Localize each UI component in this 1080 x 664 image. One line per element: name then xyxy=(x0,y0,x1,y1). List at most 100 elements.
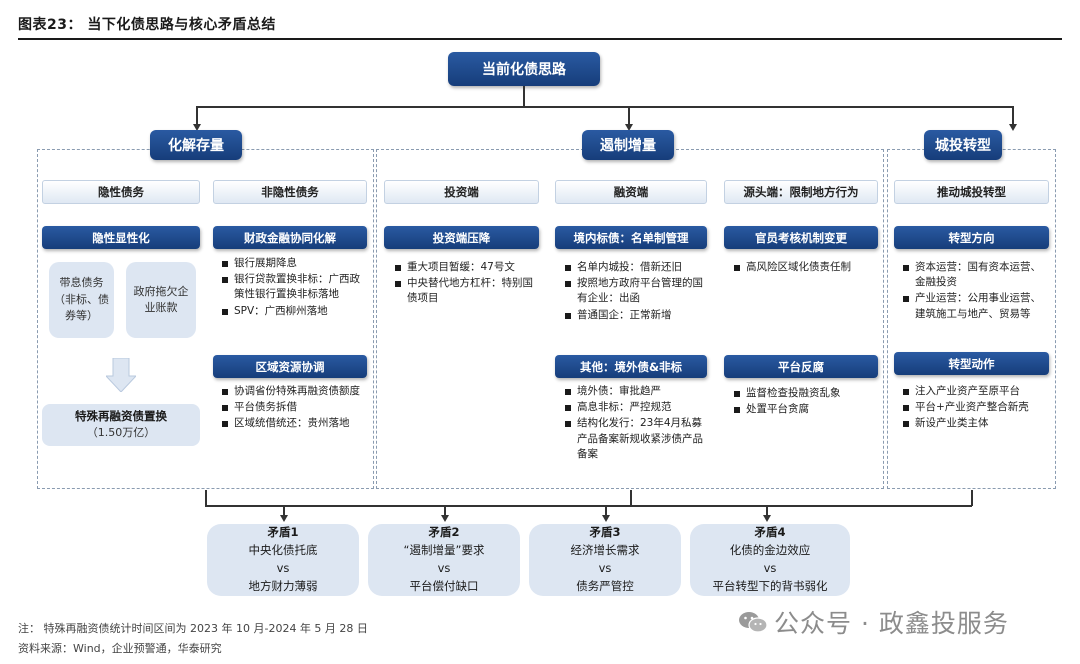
regional-resource-bar-label: 区域资源协调 xyxy=(255,359,325,374)
hidden-item-interest-debt-label: 带息债务（非标、债券等） xyxy=(54,276,109,323)
contradiction-line2: 债务严管控 xyxy=(576,578,634,593)
list-item: 重大项目暂缓：47号文 xyxy=(394,260,536,275)
regional-resource-list: 协调省份特殊再融资债额度 平台债务拆借 区域统借统还：贵州落地 xyxy=(221,384,367,433)
arrow-mod-3 xyxy=(602,515,610,522)
list-item: 平台+产业资产整合新壳 xyxy=(902,400,1050,415)
connector-bottom-horizontal xyxy=(205,505,972,507)
anti-corruption-bar-label: 平台反腐 xyxy=(778,359,824,374)
special-refinance-amount: （1.50万亿） xyxy=(86,426,156,440)
domestic-bond-bar: 境内标债：名单制管理 xyxy=(555,226,707,249)
official-evaluation-bar: 官员考核机制变更 xyxy=(724,226,878,249)
offshore-nonstandard-bar: 其他：境外债&非标 xyxy=(555,355,707,378)
figure-title: 图表23： 当下化债思路与核心矛盾总结 xyxy=(18,17,276,33)
list-item: 监督检查投融资乱象 xyxy=(733,386,876,401)
invest-header: 投资端 xyxy=(384,180,539,204)
connector-branch-horizontal xyxy=(196,106,1013,108)
contradiction-line1: 经济增长需求 xyxy=(570,543,640,558)
connector-mod-2 xyxy=(444,505,446,517)
arrow-mod-1 xyxy=(280,515,288,522)
connector-mod-4 xyxy=(766,505,768,517)
invest-bar: 投资端压降 xyxy=(384,226,539,249)
list-item: 普通国企：正常新增 xyxy=(564,308,706,323)
list-item: 银行展期降息 xyxy=(221,256,367,271)
list-item: 平台债务拆借 xyxy=(221,400,367,415)
contradiction-title: 矛盾1 xyxy=(267,525,299,540)
branch-curb-box: 遏制增量 xyxy=(582,130,674,160)
transform-action-list: 注入产业资产至原平台 平台+产业资产整合新壳 新设产业类主体 xyxy=(902,384,1050,433)
list-item: 名单内城投：借新还旧 xyxy=(564,260,706,275)
contradiction-title: 矛盾3 xyxy=(589,525,621,540)
watermark-text: 公众号 · 政鑫投服务 xyxy=(774,609,1009,638)
official-evaluation-list: 高风险区域化债责任制 xyxy=(733,260,876,276)
contradiction-line1: “遏制增量”要求 xyxy=(403,543,485,558)
offshore-nonstandard-list: 境外债：审批趋严 高息非标：严控规范 结构化发行：23年4月私募产品备案新规收紧… xyxy=(564,384,706,463)
contradiction-line1: 化债的金边效应 xyxy=(729,543,811,558)
list-item: 资本运营：国有资本运营、金融投资 xyxy=(902,260,1050,290)
connector-resolve xyxy=(196,106,198,126)
branch-resolve-box: 化解存量 xyxy=(150,130,242,160)
down-arrow-icon xyxy=(106,358,136,392)
hidden-debt-bar-label: 隐性显性化 xyxy=(92,230,150,245)
connector-bottom-resolve xyxy=(205,490,207,506)
hidden-item-arrears: 政府拖欠企业账款 xyxy=(126,262,196,338)
invest-bar-label: 投资端压降 xyxy=(432,230,491,245)
root-label: 当前化债思路 xyxy=(482,62,566,78)
transform-action-bar: 转型动作 xyxy=(894,352,1049,375)
hidden-debt-header: 隐性债务 xyxy=(42,180,200,204)
branch-transform-label: 城投转型 xyxy=(935,138,991,154)
domestic-bond-list: 名单内城投：借新还旧 按照地方政府平台管理的国有企业：出函 普通国企：正常新增 xyxy=(564,260,706,324)
root-box: 当前化债思路 xyxy=(448,52,600,86)
list-item: SPV：广西柳州落地 xyxy=(221,304,367,319)
list-item: 高风险区域化债责任制 xyxy=(733,260,876,275)
invest-list: 重大项目暂缓：47号文 中央替代地方杠杆：特别国债项目 xyxy=(394,260,536,308)
arrow-resolve xyxy=(193,124,201,131)
arrow-curb xyxy=(625,124,633,131)
list-item: 产业运营：公用事业运营、建筑施工与地产、贸易等 xyxy=(902,291,1050,321)
arrow-mod-4 xyxy=(763,515,771,522)
offshore-nonstandard-bar-label: 其他：境外债&非标 xyxy=(579,359,683,374)
anti-corruption-list: 监督检查投融资乱象 处置平台贪腐 xyxy=(733,386,876,418)
list-item: 高息非标：严控规范 xyxy=(564,400,706,415)
contradiction-vs: vs xyxy=(437,561,451,575)
contradiction-vs: vs xyxy=(276,561,290,575)
transform-direction-bar-label: 转型方向 xyxy=(948,230,995,245)
list-item: 中央替代地方杠杆：特别国债项目 xyxy=(394,276,536,306)
contradiction-line2: 平台转型下的背书弱化 xyxy=(712,578,828,593)
list-item: 新设产业类主体 xyxy=(902,416,1050,431)
connector-bottom-curb xyxy=(630,490,632,506)
list-item: 协调省份特殊再融资债额度 xyxy=(221,384,367,399)
branch-curb-label: 遏制增量 xyxy=(600,138,656,154)
transform-direction-list: 资本运营：国有资本运营、金融投资 产业运营：公用事业运营、建筑施工与地产、贸易等 xyxy=(902,260,1050,323)
transform-action-bar-label: 转型动作 xyxy=(948,356,995,371)
contradiction-box-4: 矛盾4 化债的金边效应 vs 平台转型下的背书弱化 xyxy=(690,524,850,596)
nonhidden-debt-header: 非隐性债务 xyxy=(213,180,367,204)
regional-resource-bar: 区域资源协调 xyxy=(213,355,367,378)
official-evaluation-bar-label: 官员考核机制变更 xyxy=(755,230,847,245)
branch-transform-box: 城投转型 xyxy=(924,130,1002,160)
hidden-debt-bar: 隐性显性化 xyxy=(42,226,200,249)
finance-header: 融资端 xyxy=(555,180,707,204)
contradiction-line1: 中央化债托底 xyxy=(248,543,318,558)
list-item: 结构化发行：23年4月私募产品备案新规收紧涉债产品备案 xyxy=(564,416,706,462)
contradiction-box-2: 矛盾2 “遏制增量”要求 vs 平台偿付缺口 xyxy=(368,524,520,596)
source-side-header: 源头端：限制地方行为 xyxy=(724,180,878,204)
contradiction-title: 矛盾4 xyxy=(754,525,786,540)
figure-note: 注： 特殊再融资债统计时间区间为 2023 年 10 月-2024 年 5 月 … xyxy=(18,622,368,635)
watermark: 公众号 · 政鑫投服务 xyxy=(738,604,1009,640)
arrow-transform xyxy=(1009,124,1017,131)
title-rule xyxy=(18,38,1062,40)
contradiction-box-1: 矛盾1 中央化债托底 vs 地方财力薄弱 xyxy=(207,524,359,596)
domestic-bond-bar-label: 境内标债：名单制管理 xyxy=(573,230,689,245)
list-item: 处置平台贪腐 xyxy=(733,402,876,417)
fiscal-finance-list: 银行展期降息 银行贷款置换非标：广西政策性银行置换非标落地 SPV：广西柳州落地 xyxy=(221,256,367,320)
contradiction-box-3: 矛盾3 经济增长需求 vs 债务严管控 xyxy=(529,524,681,596)
list-item: 境外债：审批趋严 xyxy=(564,384,706,399)
figure-source: 资料来源：Wind，企业预警通，华泰研究 xyxy=(18,642,222,655)
connector-mod-3 xyxy=(605,505,607,517)
contradiction-vs: vs xyxy=(598,561,612,575)
connector-curb xyxy=(628,106,630,126)
connector-root-down xyxy=(523,86,525,107)
list-item: 银行贷款置换非标：广西政策性银行置换非标落地 xyxy=(221,272,367,302)
contradiction-vs: vs xyxy=(763,561,777,575)
hidden-item-interest-debt: 带息债务（非标、债券等） xyxy=(49,262,114,338)
